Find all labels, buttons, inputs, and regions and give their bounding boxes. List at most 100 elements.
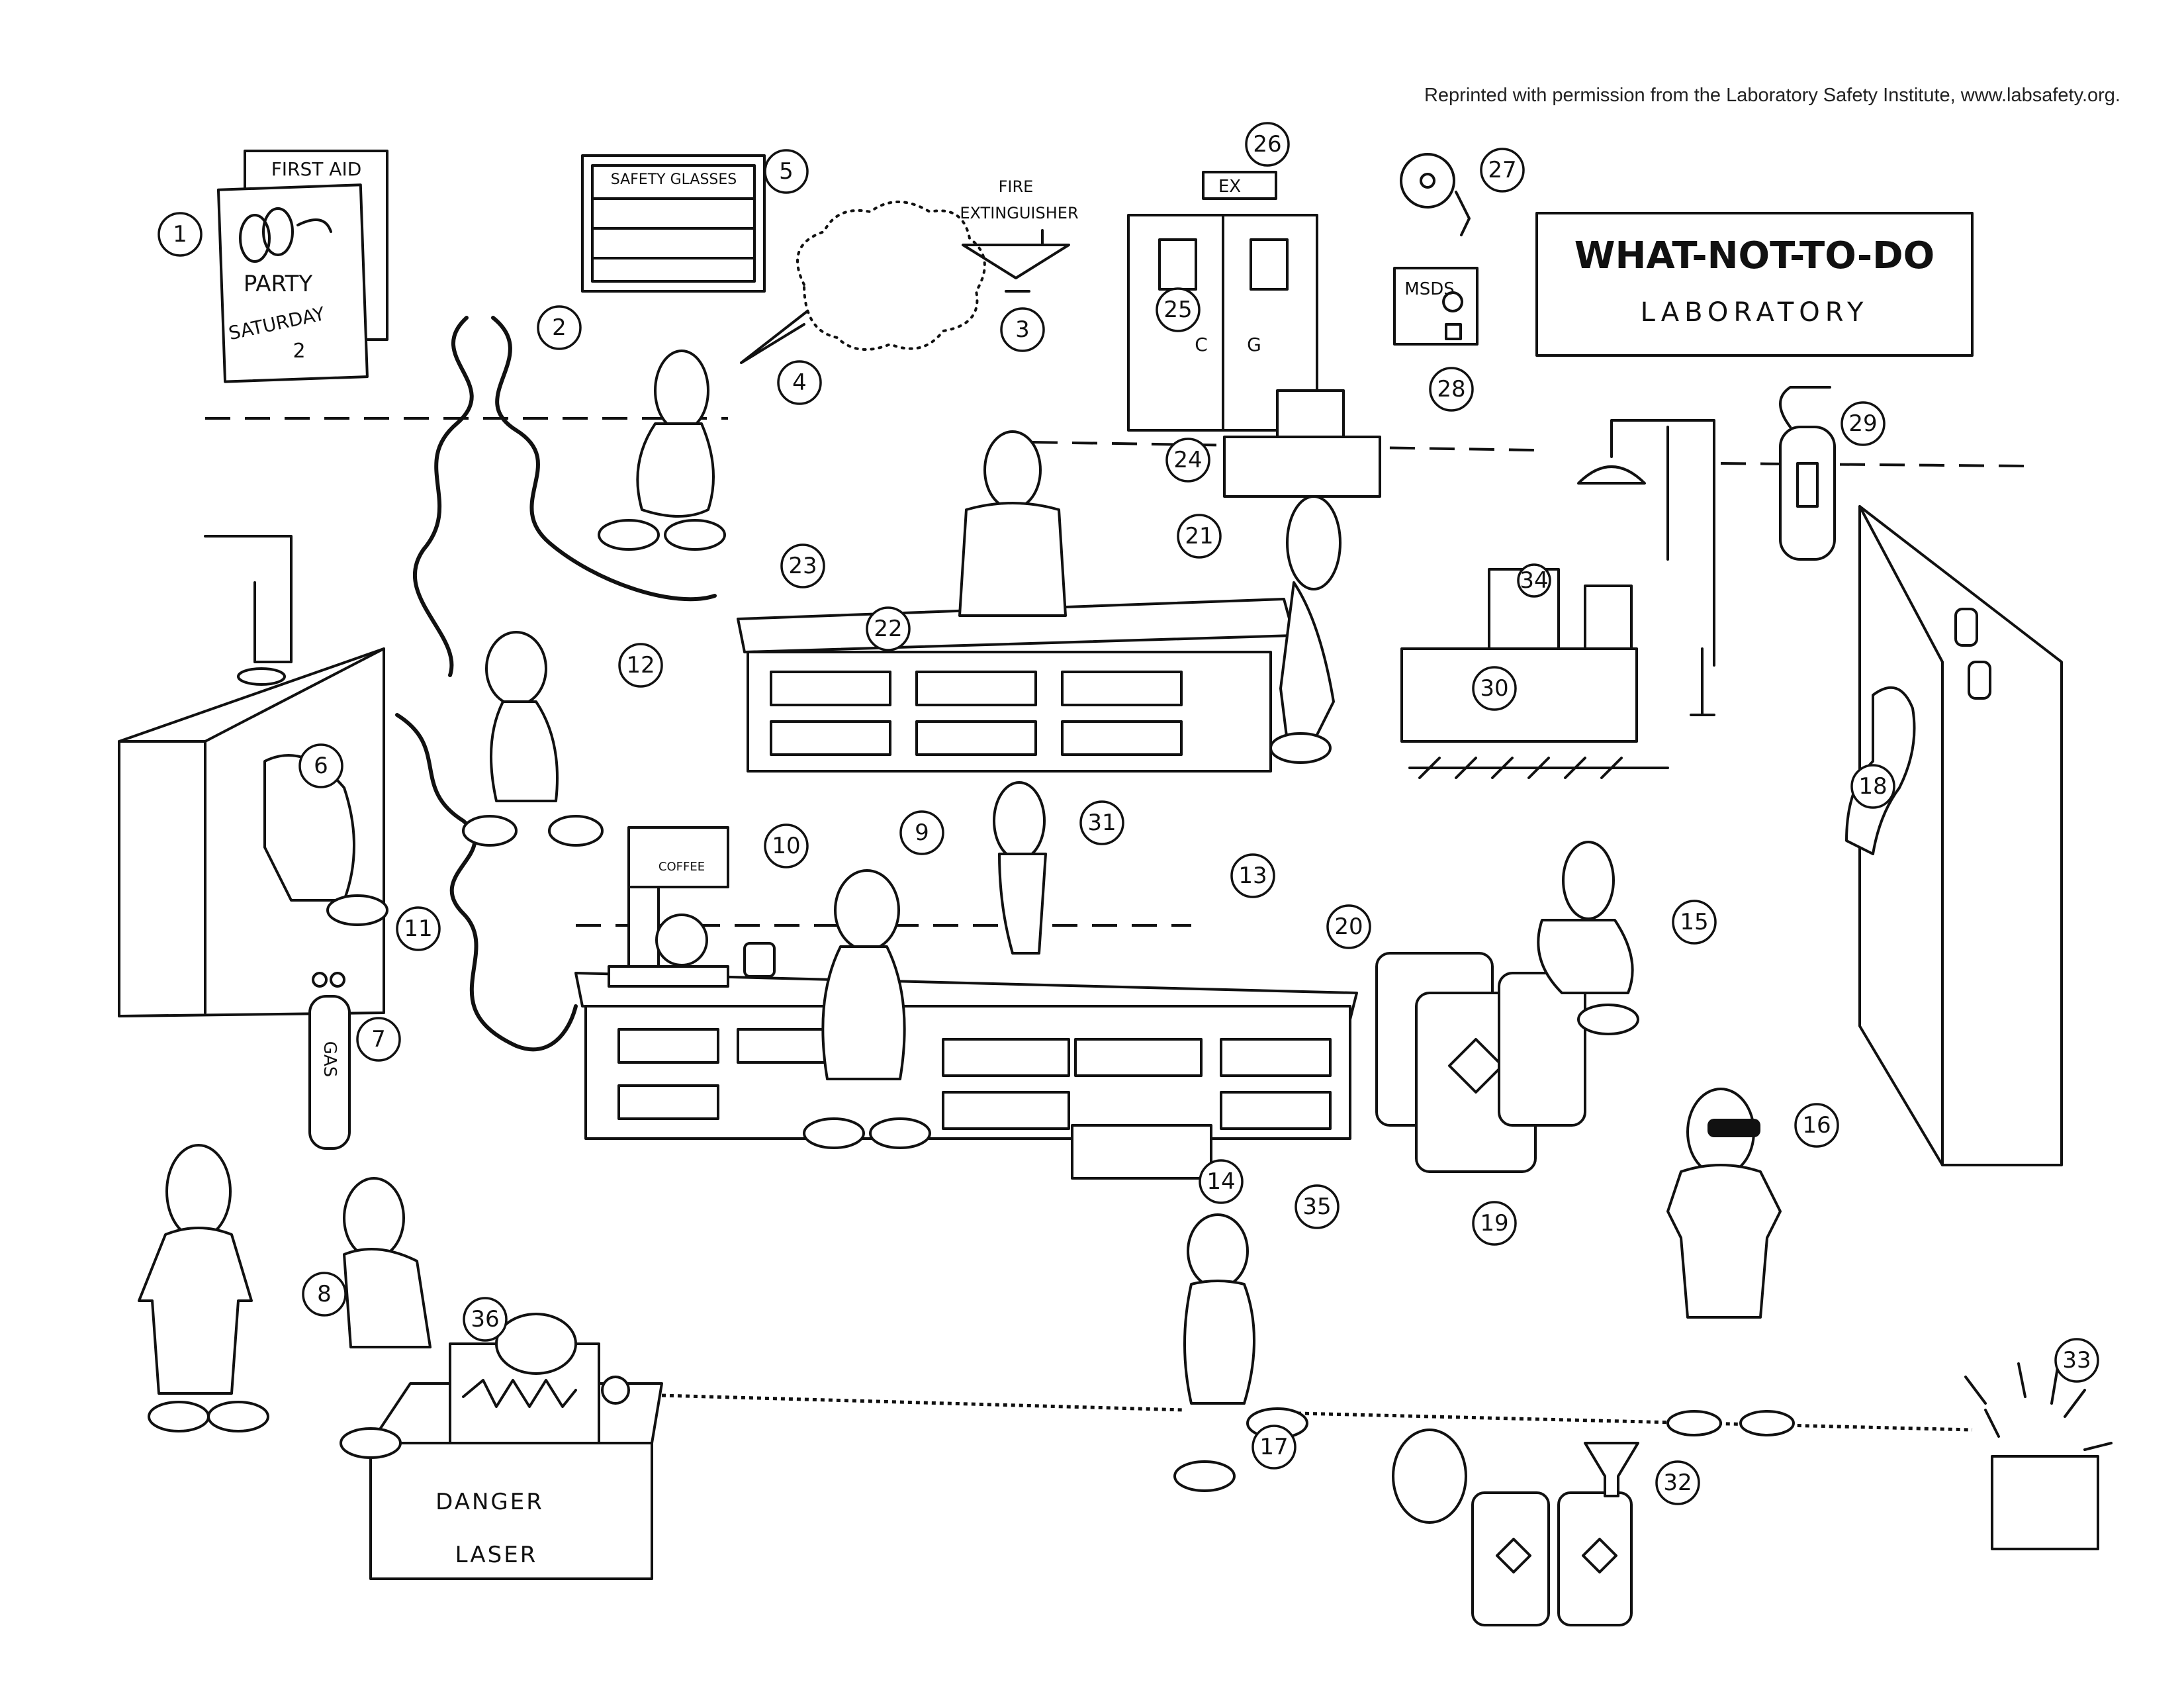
callout-15: 15 <box>1672 900 1717 945</box>
person-sprayer <box>598 350 726 551</box>
gas-label: GAS <box>320 1041 340 1077</box>
coffee-label: COFFEE <box>659 860 705 874</box>
safety-glasses-cabinet: SAFETY GLASSES <box>581 154 766 293</box>
callout-19: 19 <box>1472 1201 1517 1246</box>
callout-23: 23 <box>780 543 825 588</box>
laser-label: LASER <box>455 1542 538 1568</box>
party-date: 2 <box>293 340 305 363</box>
callout-33: 33 <box>2054 1338 2099 1383</box>
callout-25-label: 25 <box>1163 297 1192 323</box>
first-aid-poster: FIRST AID PARTY SATURDAY 2 <box>216 150 388 383</box>
laser-beam <box>661 1393 1973 1432</box>
callout-24-label: 24 <box>1173 447 1202 473</box>
people <box>138 350 1916 1492</box>
first-aid-label: FIRST AID <box>271 158 362 180</box>
msds-binder: MSDS <box>1393 267 1479 346</box>
callout-18-label: 18 <box>1858 773 1887 800</box>
door-right-letter: G <box>1247 334 1261 355</box>
callout-1: 1 <box>158 212 203 257</box>
callout-9-label: 9 <box>915 820 929 846</box>
wall-extinguisher <box>1779 386 1836 561</box>
callout-31-label: 31 <box>1087 810 1116 836</box>
callout-34: 34 <box>1517 563 1551 598</box>
callout-2: 2 <box>537 305 582 350</box>
callout-24: 24 <box>1165 438 1210 483</box>
callout-5: 5 <box>764 149 809 194</box>
callout-33-label: 33 <box>2062 1347 2091 1374</box>
gas-cylinder: GAS <box>308 972 351 1150</box>
callout-3-label: 3 <box>1015 316 1030 343</box>
person-running <box>1173 1213 1308 1492</box>
person-under-hood <box>263 754 388 926</box>
callout-35-label: 35 <box>1302 1194 1331 1220</box>
box-stack-door <box>1223 389 1381 498</box>
callout-7-label: 7 <box>371 1026 386 1053</box>
callout-14-label: 14 <box>1206 1168 1235 1195</box>
callout-1-label: 1 <box>173 221 187 248</box>
callout-11-label: 11 <box>404 915 432 942</box>
person-headphones <box>462 631 604 847</box>
callout-32: 32 <box>1655 1460 1700 1505</box>
callout-23-label: 23 <box>788 553 817 579</box>
back-bench <box>737 598 1295 773</box>
callout-2-label: 2 <box>552 314 567 341</box>
callout-30: 30 <box>1472 666 1517 711</box>
callout-30-label: 30 <box>1480 675 1508 702</box>
extinguisher-label: EXTINGUISHER <box>960 204 1078 222</box>
callout-13: 13 <box>1230 853 1275 898</box>
explosion <box>1964 1362 2113 1550</box>
callout-34-label: 34 <box>1520 567 1548 594</box>
danger-label: DANGER <box>435 1489 544 1515</box>
barrels-center <box>1375 952 1586 1173</box>
tangled-cords <box>395 316 717 1052</box>
party-label: PARTY <box>244 271 313 297</box>
callout-32-label: 32 <box>1663 1470 1692 1496</box>
callout-36: 36 <box>463 1297 508 1342</box>
callout-4: 4 <box>777 360 822 405</box>
callout-10: 10 <box>764 823 809 868</box>
title-sub: LABORATORY <box>1641 297 1869 328</box>
callout-27-label: 27 <box>1488 157 1516 183</box>
callout-35: 35 <box>1295 1184 1340 1229</box>
barrels-front <box>1392 1429 1639 1626</box>
callout-20-label: 20 <box>1334 914 1363 940</box>
callout-21: 21 <box>1177 514 1222 559</box>
callout-25: 25 <box>1156 287 1201 332</box>
callout-28-label: 28 <box>1437 376 1465 402</box>
callout-22: 22 <box>866 606 911 651</box>
callout-21-label: 21 <box>1185 523 1213 549</box>
callout-20: 20 <box>1326 904 1371 949</box>
callout-3: 3 <box>1000 307 1045 352</box>
callout-6-label: 6 <box>314 753 328 779</box>
person-pouring <box>958 430 1067 617</box>
laser-unit: DANGER LASER <box>369 1313 663 1580</box>
callout-16: 16 <box>1794 1103 1839 1148</box>
callout-29: 29 <box>1841 401 1886 446</box>
credit-line: Reprinted with permission from the Labor… <box>1424 85 2120 106</box>
callout-28: 28 <box>1429 367 1474 412</box>
callout-8: 8 <box>302 1272 347 1317</box>
fume-hood <box>118 535 385 1017</box>
callout-13-label: 13 <box>1238 863 1267 889</box>
front-bench <box>574 972 1358 1180</box>
callout-36-label: 36 <box>471 1306 499 1333</box>
chemical-shelf <box>1858 505 2063 1166</box>
callout-31: 31 <box>1079 800 1124 845</box>
callout-4-label: 4 <box>792 369 807 396</box>
callout-8-label: 8 <box>317 1281 332 1307</box>
person-sink <box>1269 495 1342 764</box>
callout-17: 17 <box>1251 1425 1297 1470</box>
callout-6: 6 <box>298 743 343 788</box>
exit-label: EX <box>1218 177 1241 197</box>
coffee-maker: COFFEE <box>608 826 776 988</box>
callout-27: 27 <box>1480 148 1525 193</box>
person-left-2 <box>340 1177 432 1459</box>
person-left-1 <box>138 1144 269 1432</box>
person-sunglasses <box>1666 1088 1795 1436</box>
callout-5-label: 5 <box>779 158 794 185</box>
safety-shower <box>1577 419 1715 716</box>
callout-11: 11 <box>396 906 441 951</box>
fire-extinguisher-sign: FIRE EXTINGUISHER <box>960 177 1079 293</box>
